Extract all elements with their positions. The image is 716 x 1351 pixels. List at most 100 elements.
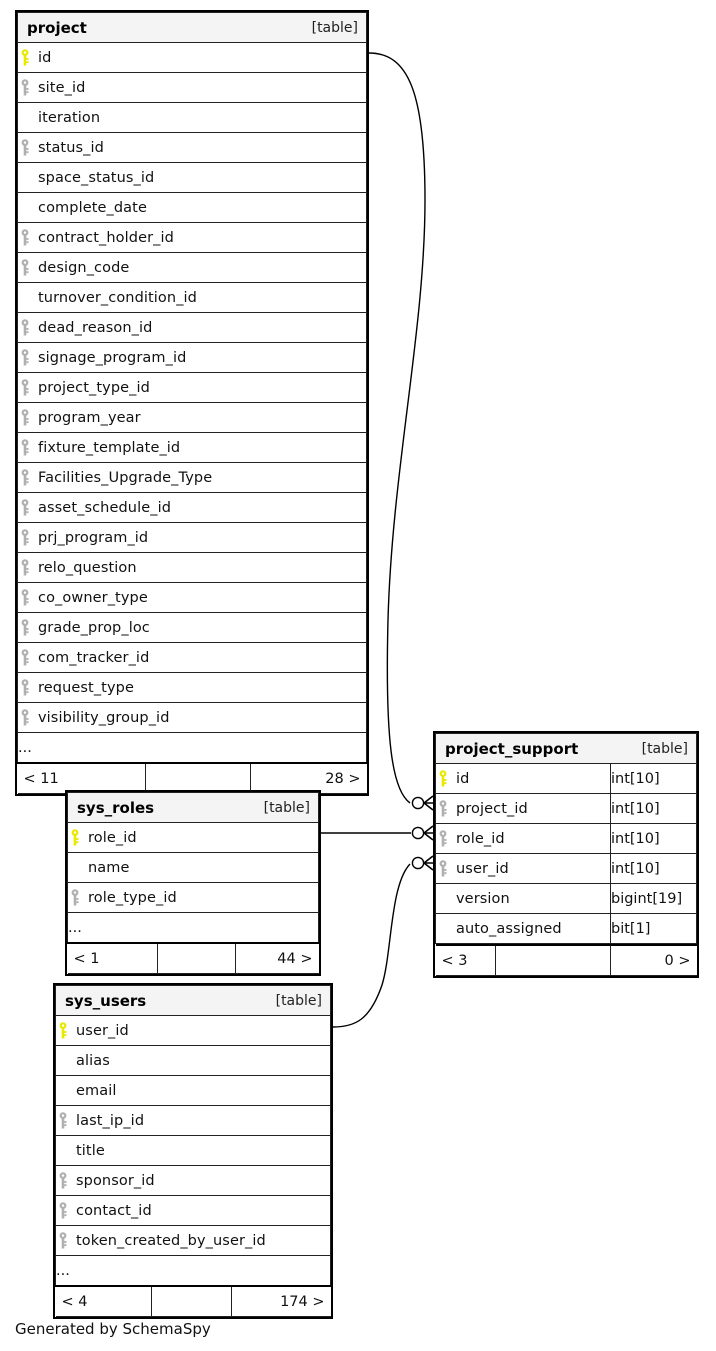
column-type-role-id: int[10] xyxy=(610,823,697,854)
column-type-user-id: int[10] xyxy=(610,853,697,884)
table-tag-sys-users: [table] xyxy=(275,992,322,1009)
more-columns-ellipsis-sys-users: ... xyxy=(55,1255,331,1287)
parent-relation-count-sys-roles[interactable]: < 1 xyxy=(67,942,158,974)
column-row-project-space-status-id[interactable]: space_status_id xyxy=(17,162,367,193)
table-footer-sys-users: < 4 174 > xyxy=(55,1285,331,1317)
generated-by-caption: Generated by SchemaSpy xyxy=(15,1320,211,1338)
column-row-project-complete-date[interactable]: complete_date xyxy=(17,192,367,223)
column-name-role-type-id: role_type_id xyxy=(88,889,177,906)
column-name-alias: alias xyxy=(76,1052,110,1069)
column-name-contract-holder-id: contract_holder_id xyxy=(38,229,174,246)
column-row-project-grade-prop-loc[interactable]: grade_prop_loc xyxy=(17,612,367,643)
more-columns-row-project: ... xyxy=(17,732,367,764)
column-row-project-status-id[interactable]: status_id xyxy=(17,132,367,163)
table-title-sys-users: sys_users xyxy=(65,991,147,1010)
column-row-project-fixture-template-id[interactable]: fixture_template_id xyxy=(17,432,367,463)
foreign-key-icon xyxy=(57,1112,71,1130)
foreign-key-icon xyxy=(19,469,33,487)
foreign-key-icon xyxy=(57,1172,71,1190)
foreign-key-icon xyxy=(19,499,33,517)
column-row-project-prj-program-id[interactable]: prj_program_id xyxy=(17,522,367,553)
column-row-project-support-user-id[interactable]: user_id int[10] xyxy=(435,853,697,884)
column-name-token-created-by-user-id: token_created_by_user_id xyxy=(76,1232,266,1249)
column-row-project-request-type[interactable]: request_type xyxy=(17,672,367,703)
no-key-spacer xyxy=(19,289,33,307)
child-relation-count-project-support[interactable]: 0 > xyxy=(610,944,697,976)
parent-relation-count-project[interactable]: < 11 xyxy=(17,762,146,794)
column-row-sys-users-sponsor-id[interactable]: sponsor_id xyxy=(55,1165,331,1196)
table-title-project-support: project_support xyxy=(445,739,579,758)
column-type-version: bigint[19] xyxy=(610,883,697,914)
no-key-spacer xyxy=(69,859,83,877)
column-row-project-contract-holder-id[interactable]: contract_holder_id xyxy=(17,222,367,253)
column-row-project-com-tracker-id[interactable]: com_tracker_id xyxy=(17,642,367,673)
child-relation-count-sys-users[interactable]: 174 > xyxy=(231,1285,331,1317)
more-columns-ellipsis-project: ... xyxy=(17,732,367,764)
no-key-spacer xyxy=(57,1142,71,1160)
child-relation-count-sys-roles[interactable]: 44 > xyxy=(235,942,319,974)
column-row-sys-users-last-ip-id[interactable]: last_ip_id xyxy=(55,1105,331,1136)
column-row-project-dead-reason-id[interactable]: dead_reason_id xyxy=(17,312,367,343)
parent-relation-count-project-support[interactable]: < 3 xyxy=(435,944,496,976)
parent-relation-count-sys-users[interactable]: < 4 xyxy=(55,1285,152,1317)
column-name-id: id xyxy=(456,770,470,787)
column-row-project-facilities-upgrade-type[interactable]: Facilities_Upgrade_Type xyxy=(17,462,367,493)
column-row-project-id[interactable]: id xyxy=(17,42,367,73)
column-row-sys-users-title[interactable]: title xyxy=(55,1135,331,1166)
column-row-sys-roles-role-id[interactable]: role_id xyxy=(67,822,319,853)
foreign-key-icon xyxy=(19,409,33,427)
no-key-spacer xyxy=(57,1052,71,1070)
foreign-key-icon xyxy=(437,830,451,848)
foreign-key-icon xyxy=(69,889,83,907)
column-name-user-id: user_id xyxy=(456,860,509,877)
child-relation-count-project[interactable]: 28 > xyxy=(250,762,367,794)
column-row-project-support-id[interactable]: id int[10] xyxy=(435,763,697,794)
column-name-last-ip-id: last_ip_id xyxy=(76,1112,145,1129)
foreign-key-icon xyxy=(19,139,33,157)
column-row-project-asset-schedule-id[interactable]: asset_schedule_id xyxy=(17,492,367,523)
column-row-project-co-owner-type[interactable]: co_owner_type xyxy=(17,582,367,613)
footer-middle-sys-roles xyxy=(157,942,236,974)
column-row-project-turnover-condition-id[interactable]: turnover_condition_id xyxy=(17,282,367,313)
column-row-sys-roles-name[interactable]: name xyxy=(67,852,319,883)
column-row-sys-users-contact-id[interactable]: contact_id xyxy=(55,1195,331,1226)
foreign-key-icon xyxy=(437,860,451,878)
table-footer-project: < 11 28 > xyxy=(17,762,367,794)
column-row-project-design-code[interactable]: design_code xyxy=(17,252,367,283)
column-row-project-signage-program-id[interactable]: signage_program_id xyxy=(17,342,367,373)
column-row-sys-users-email[interactable]: email xyxy=(55,1075,331,1106)
column-name-role-id: role_id xyxy=(456,830,505,847)
foreign-key-icon xyxy=(19,259,33,277)
column-row-project-program-year[interactable]: program_year xyxy=(17,402,367,433)
column-row-sys-users-alias[interactable]: alias xyxy=(55,1045,331,1076)
column-row-project-site-id[interactable]: site_id xyxy=(17,72,367,103)
relationship-project-to-project-support xyxy=(368,52,434,811)
column-row-project-project-type-id[interactable]: project_type_id xyxy=(17,372,367,403)
column-name-relo-question: relo_question xyxy=(38,559,137,576)
column-row-sys-roles-role-type-id[interactable]: role_type_id xyxy=(67,882,319,913)
footer-middle-sys-users xyxy=(151,1285,232,1317)
table-footer-sys-roles: < 1 44 > xyxy=(67,942,319,974)
column-row-project-support-role-id[interactable]: role_id int[10] xyxy=(435,823,697,854)
footer-middle-project xyxy=(145,762,251,794)
table-tag-sys-roles: [table] xyxy=(263,799,310,816)
column-row-sys-users-token-created-by-user-id[interactable]: token_created_by_user_id xyxy=(55,1225,331,1256)
column-row-project-visibility-group-id[interactable]: visibility_group_id xyxy=(17,702,367,733)
foreign-key-icon xyxy=(57,1202,71,1220)
column-type-id: int[10] xyxy=(610,763,697,794)
foreign-key-icon xyxy=(19,529,33,547)
column-row-project-relo-question[interactable]: relo_question xyxy=(17,552,367,583)
column-row-project-iteration[interactable]: iteration xyxy=(17,102,367,133)
column-row-sys-users-user-id[interactable]: user_id xyxy=(55,1015,331,1046)
